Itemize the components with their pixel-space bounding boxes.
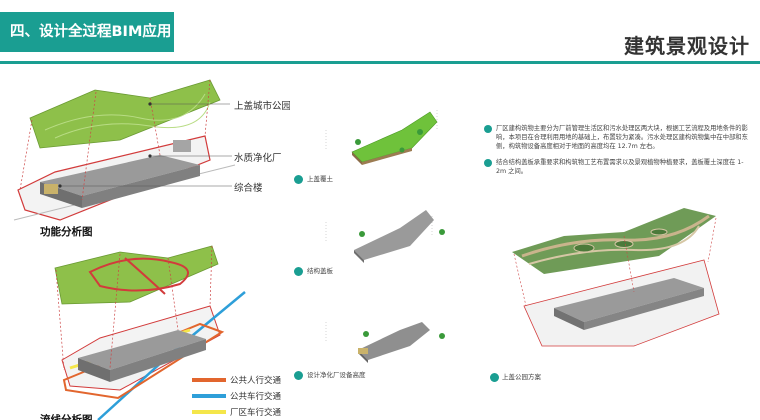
park-scheme-label: 上盖公园方案 [502, 373, 541, 381]
step-label: 上盖覆土 [307, 175, 333, 183]
callout-park: 上盖城市公园 [234, 101, 290, 112]
page-title: 建筑景观设计 [624, 34, 750, 58]
note-text: 结合结构盖板承重要求和构筑物工艺布置需求以及景观植物种植要求，盖板覆土深度在 1… [496, 159, 744, 175]
design-note: 结合结构盖板承重要求和构筑物工艺布置需求以及景观植物种植要求，盖板覆土深度在 1… [484, 158, 752, 176]
park-scheme-rendering [512, 208, 720, 347]
step-slab-diagram [325, 210, 445, 263]
step-soil-diagram [325, 110, 438, 165]
design-note: 厂区建构筑物主要分为厂前管理生活区和污水处理区两大块，根据工艺流程及用地条件的影… [484, 124, 752, 151]
analysis-panel: 上盖城市公园 水质净化厂 综合楼 功能分析图 公共人行交通 公共车行交通 [0, 70, 290, 420]
legend-swatch-plant-vehicle [192, 410, 226, 414]
note-bullet-icon [484, 159, 492, 167]
step-label: 结构盖板 [307, 267, 333, 275]
step-label: 设计净化厂设备高度 [307, 371, 366, 379]
step-bullet-icon [294, 175, 303, 184]
legend-swatch-public-vehicle [192, 394, 226, 398]
legend-label: 厂区车行交通 [230, 408, 282, 418]
step-equipment-diagram [325, 322, 445, 363]
callout-office: 综合楼 [234, 183, 263, 194]
step-bullet-icon [294, 267, 303, 276]
note-bullet-icon [484, 125, 492, 133]
callout-plant: 水质净化厂 [234, 153, 282, 164]
flow-green-roof [54, 245, 219, 305]
legend-label: 公共车行交通 [230, 392, 282, 402]
note-text: 厂区建构筑物主要分为厂前管理生活区和污水处理区两大块，根据工艺流程及用地条件的影… [496, 125, 748, 150]
page-header: 四、设计全过程BIM应用 建筑景观设计 [0, 0, 760, 68]
section-title: 四、设计全过程BIM应用 [0, 12, 174, 52]
header-divider [0, 61, 760, 64]
park-scheme-panel: 厂区建构筑物主要分为厂前管理生活区和污水处理区两大块，根据工艺流程及用地条件的影… [484, 110, 754, 410]
step-bullet-icon [490, 373, 499, 382]
flow-analysis-caption: 流线分析图 [40, 414, 93, 420]
function-analysis-caption: 功能分析图 [40, 226, 93, 238]
construction-steps-panel: 上盖覆土 结构盖板 设计净化厂设备高度 [292, 110, 480, 410]
function-analysis-diagram [13, 79, 236, 221]
green-park-roof [29, 79, 221, 149]
step-bullet-icon [294, 371, 303, 380]
legend-swatch-pedestrian [192, 378, 226, 382]
flow-analysis-diagram [54, 245, 246, 420]
legend-label: 公共人行交通 [230, 376, 282, 386]
